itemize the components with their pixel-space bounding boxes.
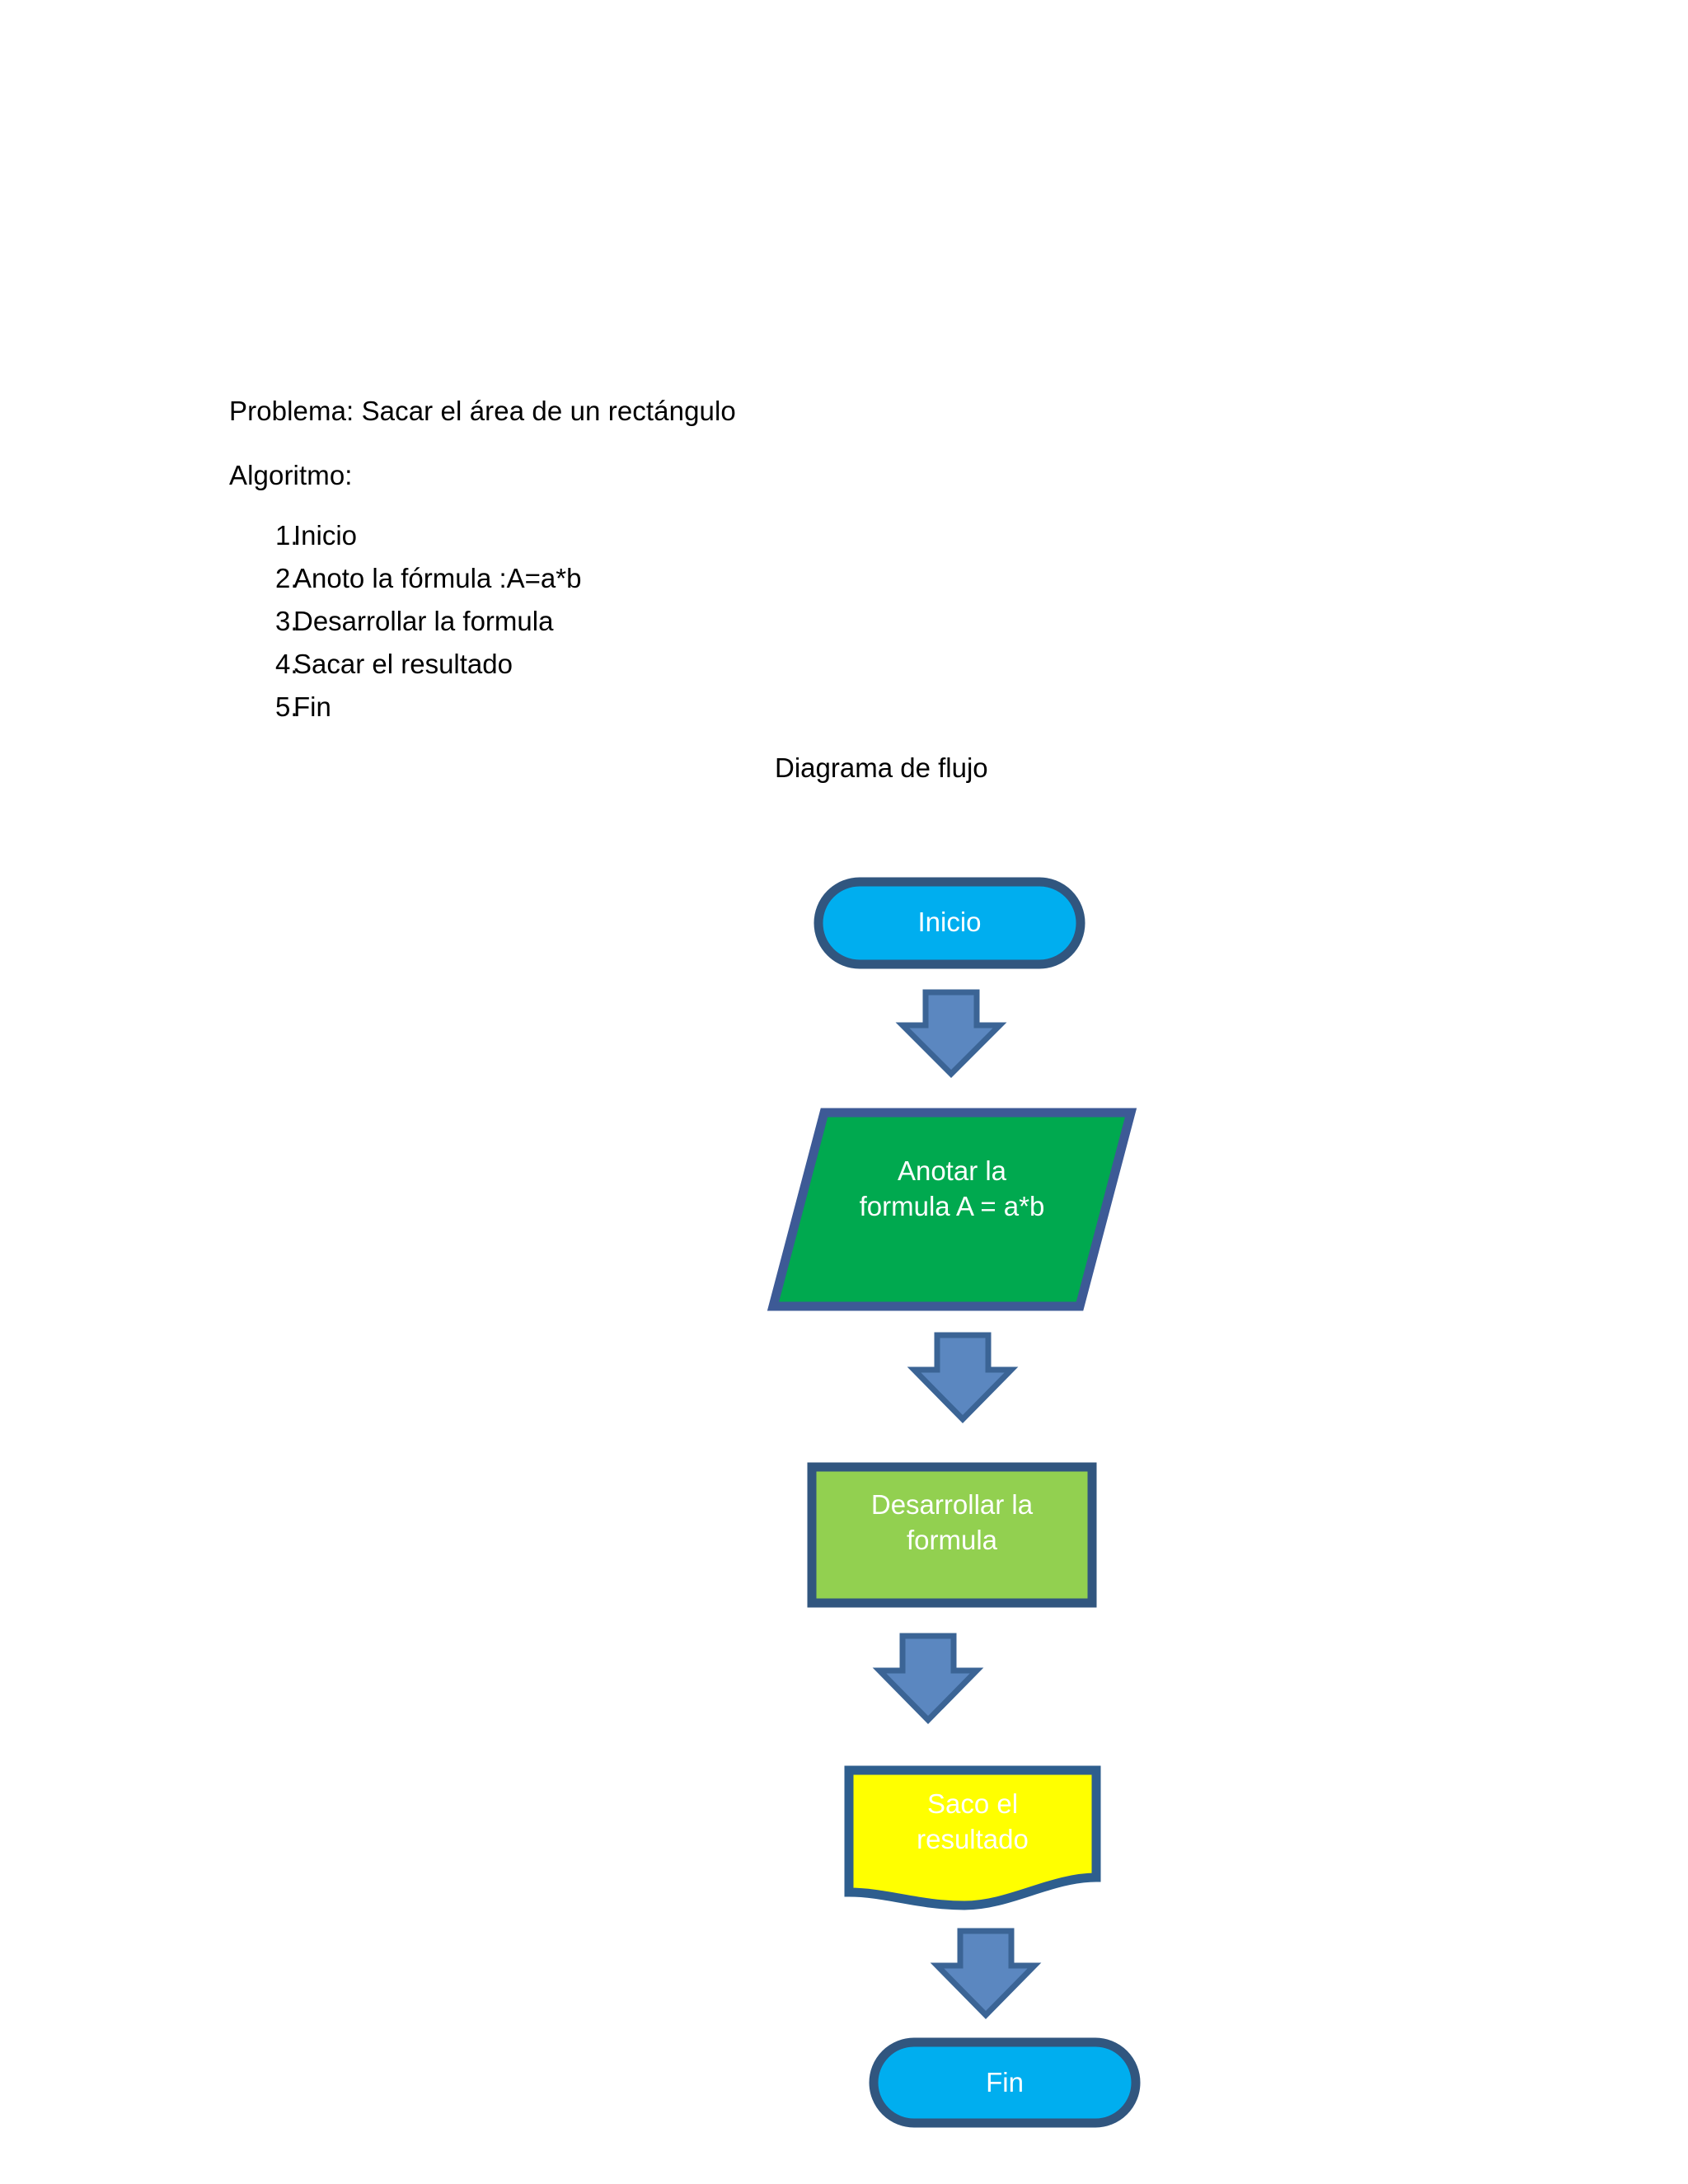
list-item-number: 5. [275,691,298,723]
flow-node-anotar[interactable] [767,1108,1137,1311]
text-content: Problema: Sacar el área de un rectángulo… [229,394,1218,736]
flow-arrow-4 [930,1928,1042,2019]
list-item: 1. Inicio [229,522,1218,549]
flow-node-saco-label: Saco el resultado [917,1788,1029,1854]
list-item-number: 3. [275,606,298,637]
problem-statement: Problema: Sacar el área de un rectángulo [229,396,736,426]
flow-node-desarrollar[interactable] [807,1462,1097,1608]
list-item-number: 4. [275,649,298,680]
list-item-number: 1. [275,520,298,551]
list-item-label: Fin [293,691,331,723]
list-item-label: Anoto la fórmula :A=a*b [293,563,582,594]
list-item-label: Sacar el resultado [293,649,513,680]
flow-arrow-2 [907,1332,1019,1423]
flow-node-saco[interactable] [844,1765,1101,1910]
algorithm-list: 1. Inicio 2. Anoto la fórmula :A=a*b 3. … [229,522,1218,720]
flow-node-inicio[interactable] [814,877,1085,969]
diagram-title: Diagrama de flujo [775,752,988,783]
flow-node-anotar-label: Anotar la formula A = a*b [859,1155,1045,1221]
list-item: 2. Anoto la fórmula :A=a*b [229,565,1218,592]
list-item-label: Inicio [293,520,358,551]
list-item-number: 2. [275,563,298,594]
flow-node-fin[interactable] [869,2037,1141,2128]
list-item: 4. Sacar el resultado [229,650,1218,677]
algorithm-heading: Algoritmo: [229,459,353,490]
flow-node-desarrollar-label: Desarrollar la formula [870,1489,1034,1555]
list-item-label: Desarrollar la formula [293,606,554,637]
flow-node-inicio-label: Inicio [917,907,982,937]
list-item: 3. Desarrollar la formula [229,607,1218,635]
flow-arrow-1 [895,989,1007,1078]
flow-arrow-3 [872,1633,984,1724]
list-item: 5. Fin [229,693,1218,720]
flow-node-fin-label: Fin [986,2067,1024,2097]
